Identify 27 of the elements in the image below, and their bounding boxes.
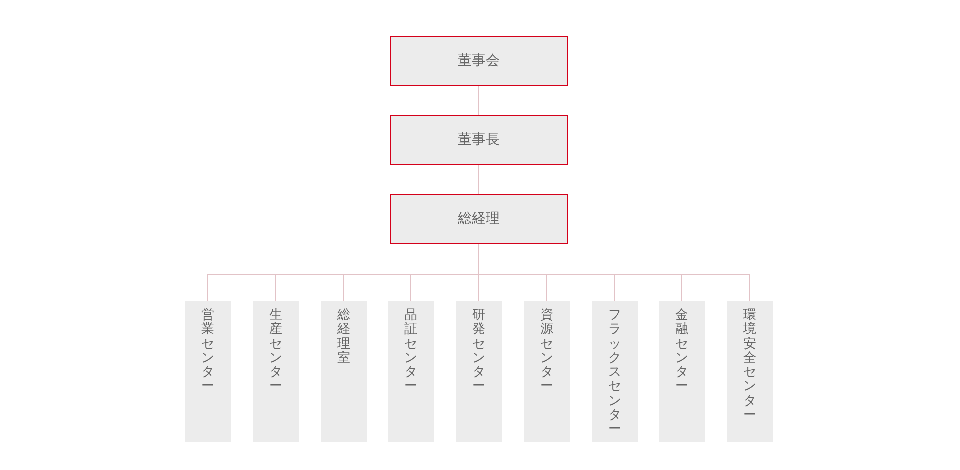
- department-column: [456, 301, 502, 442]
- connector-line: [478, 86, 480, 116]
- department-column: [727, 301, 773, 442]
- department-name: 金融センター: [676, 309, 688, 395]
- position-title: 総経理: [458, 210, 500, 228]
- department-column: [321, 301, 367, 442]
- department-column: [253, 301, 299, 442]
- position-box: [390, 36, 568, 86]
- department-name: 営業センター: [202, 309, 214, 395]
- department-name: 研発センター: [472, 309, 486, 395]
- department-name: 総経理室: [338, 309, 350, 366]
- connector-line: [478, 244, 750, 302]
- department-name: 資源センター: [540, 309, 554, 395]
- position-title: 董事長: [458, 132, 500, 148]
- position-box: [390, 115, 568, 165]
- position-title: 董事会: [458, 52, 500, 70]
- department-name: フラックスセンター: [608, 309, 622, 438]
- connector-line: [478, 164, 480, 194]
- department-column: [659, 301, 705, 442]
- department-name: 生産センター: [270, 309, 282, 395]
- department-column: [388, 301, 434, 442]
- department-column: [524, 301, 570, 442]
- position-box: [390, 194, 568, 244]
- department-name: 環境安全センター: [744, 309, 756, 424]
- department-column: [592, 301, 638, 442]
- department-name: 品証センター: [404, 309, 418, 395]
- department-column: [185, 301, 231, 442]
